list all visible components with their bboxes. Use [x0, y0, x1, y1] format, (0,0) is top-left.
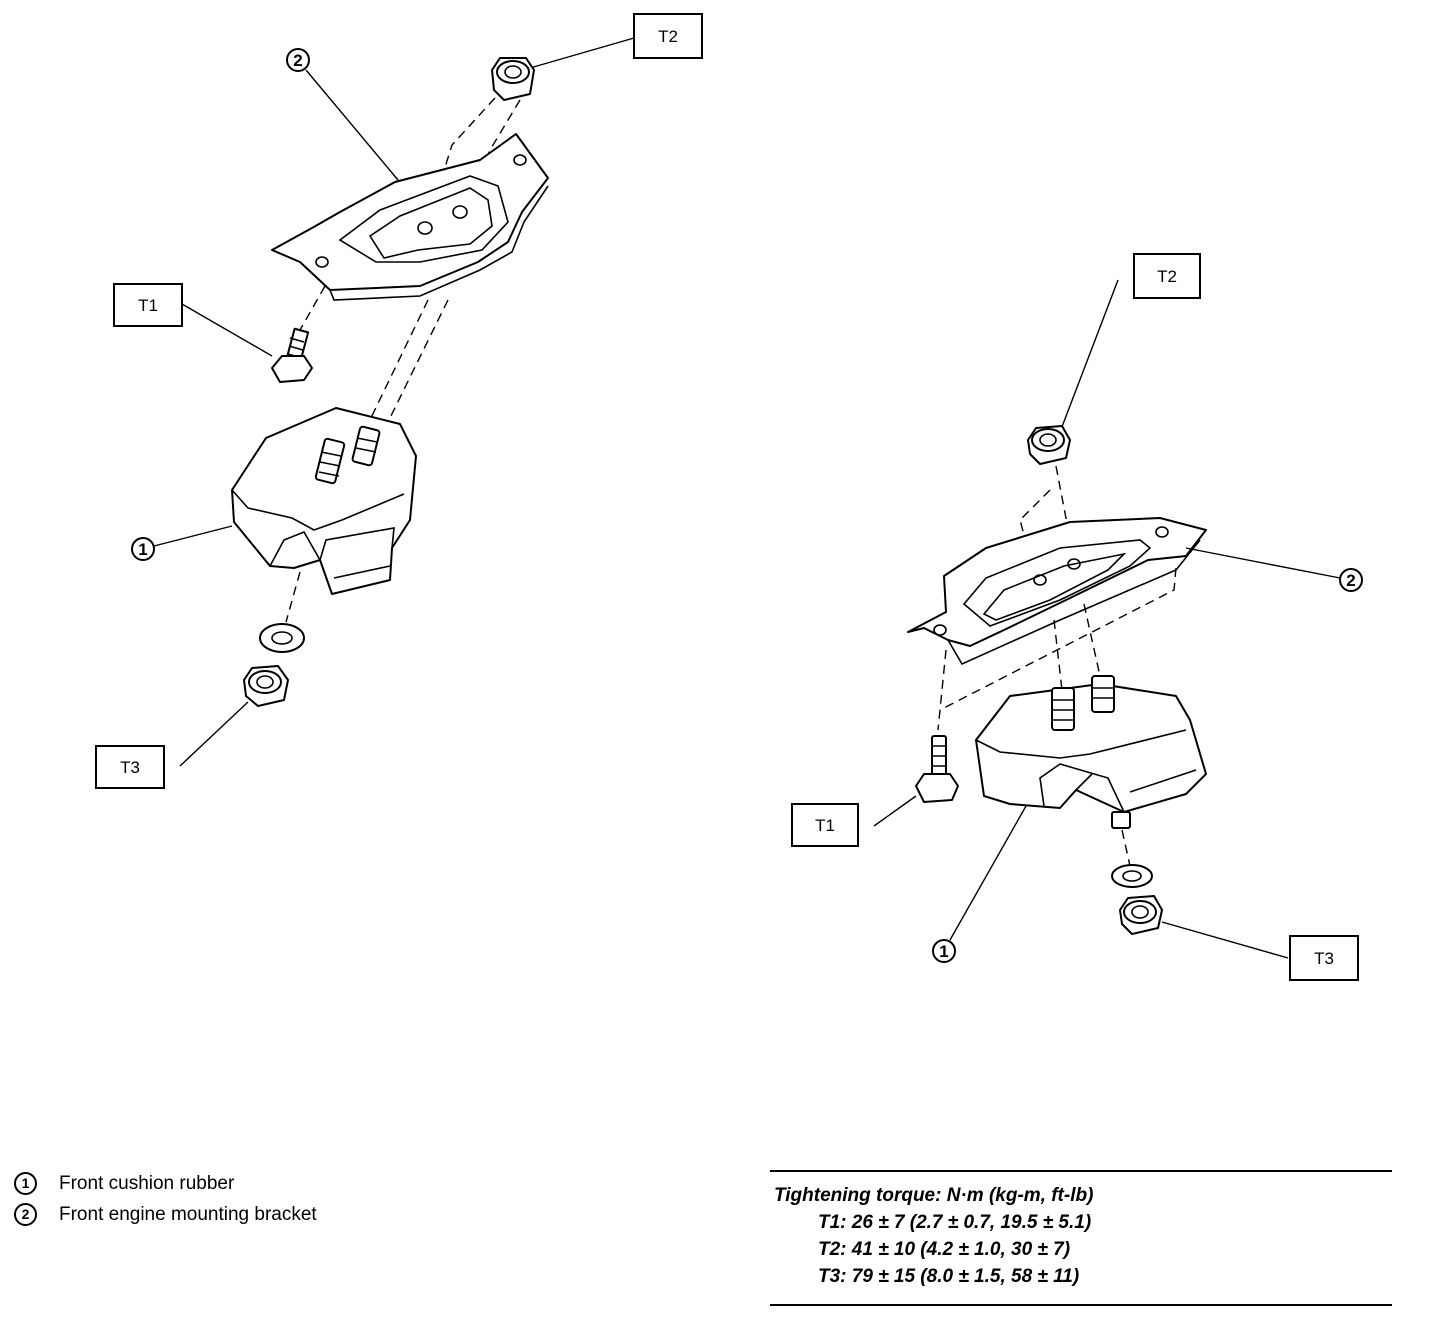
left-callout-1: 1	[131, 525, 233, 561]
legend-item-1: 1 Front cushion rubber	[14, 1168, 317, 1199]
legend-number: 2	[14, 1203, 37, 1226]
legend-item-2: 2 Front engine mounting bracket	[14, 1199, 317, 1230]
right-t2-nut	[1027, 425, 1071, 465]
right-callout-1: 1	[932, 805, 1027, 963]
svg-text:1: 1	[939, 942, 948, 961]
left-bracket	[271, 133, 549, 301]
left-callout-2: 2	[286, 48, 399, 181]
torque-row-t1: T1: 26 ± 7 (2.7 ± 0.7, 19.5 ± 5.1)	[818, 1212, 1092, 1233]
left-t2-nut	[491, 57, 535, 101]
left-t3-nut	[243, 665, 289, 707]
right-t3-nut	[1119, 895, 1163, 935]
right-cushion	[975, 675, 1207, 829]
left-t1-bolt	[271, 327, 313, 383]
torque-heading: Tightening torque: N·m (kg-m, ft-lb)	[774, 1185, 1094, 1206]
exploded-view-diagram: T2 2	[95, 13, 1363, 981]
svg-text:T2: T2	[1157, 267, 1177, 286]
left-assembly: T2 2	[95, 13, 703, 789]
svg-text:T3: T3	[120, 758, 140, 777]
right-assembly: T2 2	[791, 253, 1363, 981]
left-washer	[259, 623, 305, 653]
svg-text:T1: T1	[815, 816, 835, 835]
right-t1-callout: T1	[791, 795, 917, 847]
right-t3-callout: T3	[1161, 921, 1359, 981]
legend-label: Front engine mounting bracket	[59, 1204, 317, 1225]
top-rule	[770, 1170, 1392, 1172]
right-bracket	[907, 517, 1207, 666]
left-t1-callout: T1	[113, 283, 273, 357]
svg-text:2: 2	[1346, 571, 1355, 590]
right-callout-2: 2	[1185, 547, 1363, 592]
left-t2-callout: T2	[529, 13, 703, 69]
torque-body: Tightening torque: N·m (kg-m, ft-lb) T1:…	[770, 1172, 1392, 1304]
svg-text:T2: T2	[658, 27, 678, 46]
torque-spec-block: Tightening torque: N·m (kg-m, ft-lb) T1:…	[770, 1170, 1392, 1306]
legend-label: Front cushion rubber	[59, 1173, 235, 1194]
bottom-rule	[770, 1304, 1392, 1306]
torque-row-t3: T3: 79 ± 15 (8.0 ± 1.5, 58 ± 11)	[818, 1266, 1080, 1287]
parts-legend: 1 Front cushion rubber 2 Front engine mo…	[14, 1168, 317, 1230]
svg-text:2: 2	[293, 51, 302, 70]
torque-row-t2: T2: 41 ± 10 (4.2 ± 1.0, 30 ± 7)	[818, 1239, 1071, 1260]
right-t1-bolt	[915, 735, 959, 803]
right-t2-callout: T2	[1059, 253, 1201, 433]
left-cushion	[231, 407, 417, 595]
legend-number: 1	[14, 1172, 37, 1195]
right-washer	[1111, 864, 1153, 888]
svg-text:T3: T3	[1314, 949, 1334, 968]
left-t3-callout: T3	[95, 701, 249, 789]
svg-text:T1: T1	[138, 296, 158, 315]
svg-text:1: 1	[138, 540, 147, 559]
